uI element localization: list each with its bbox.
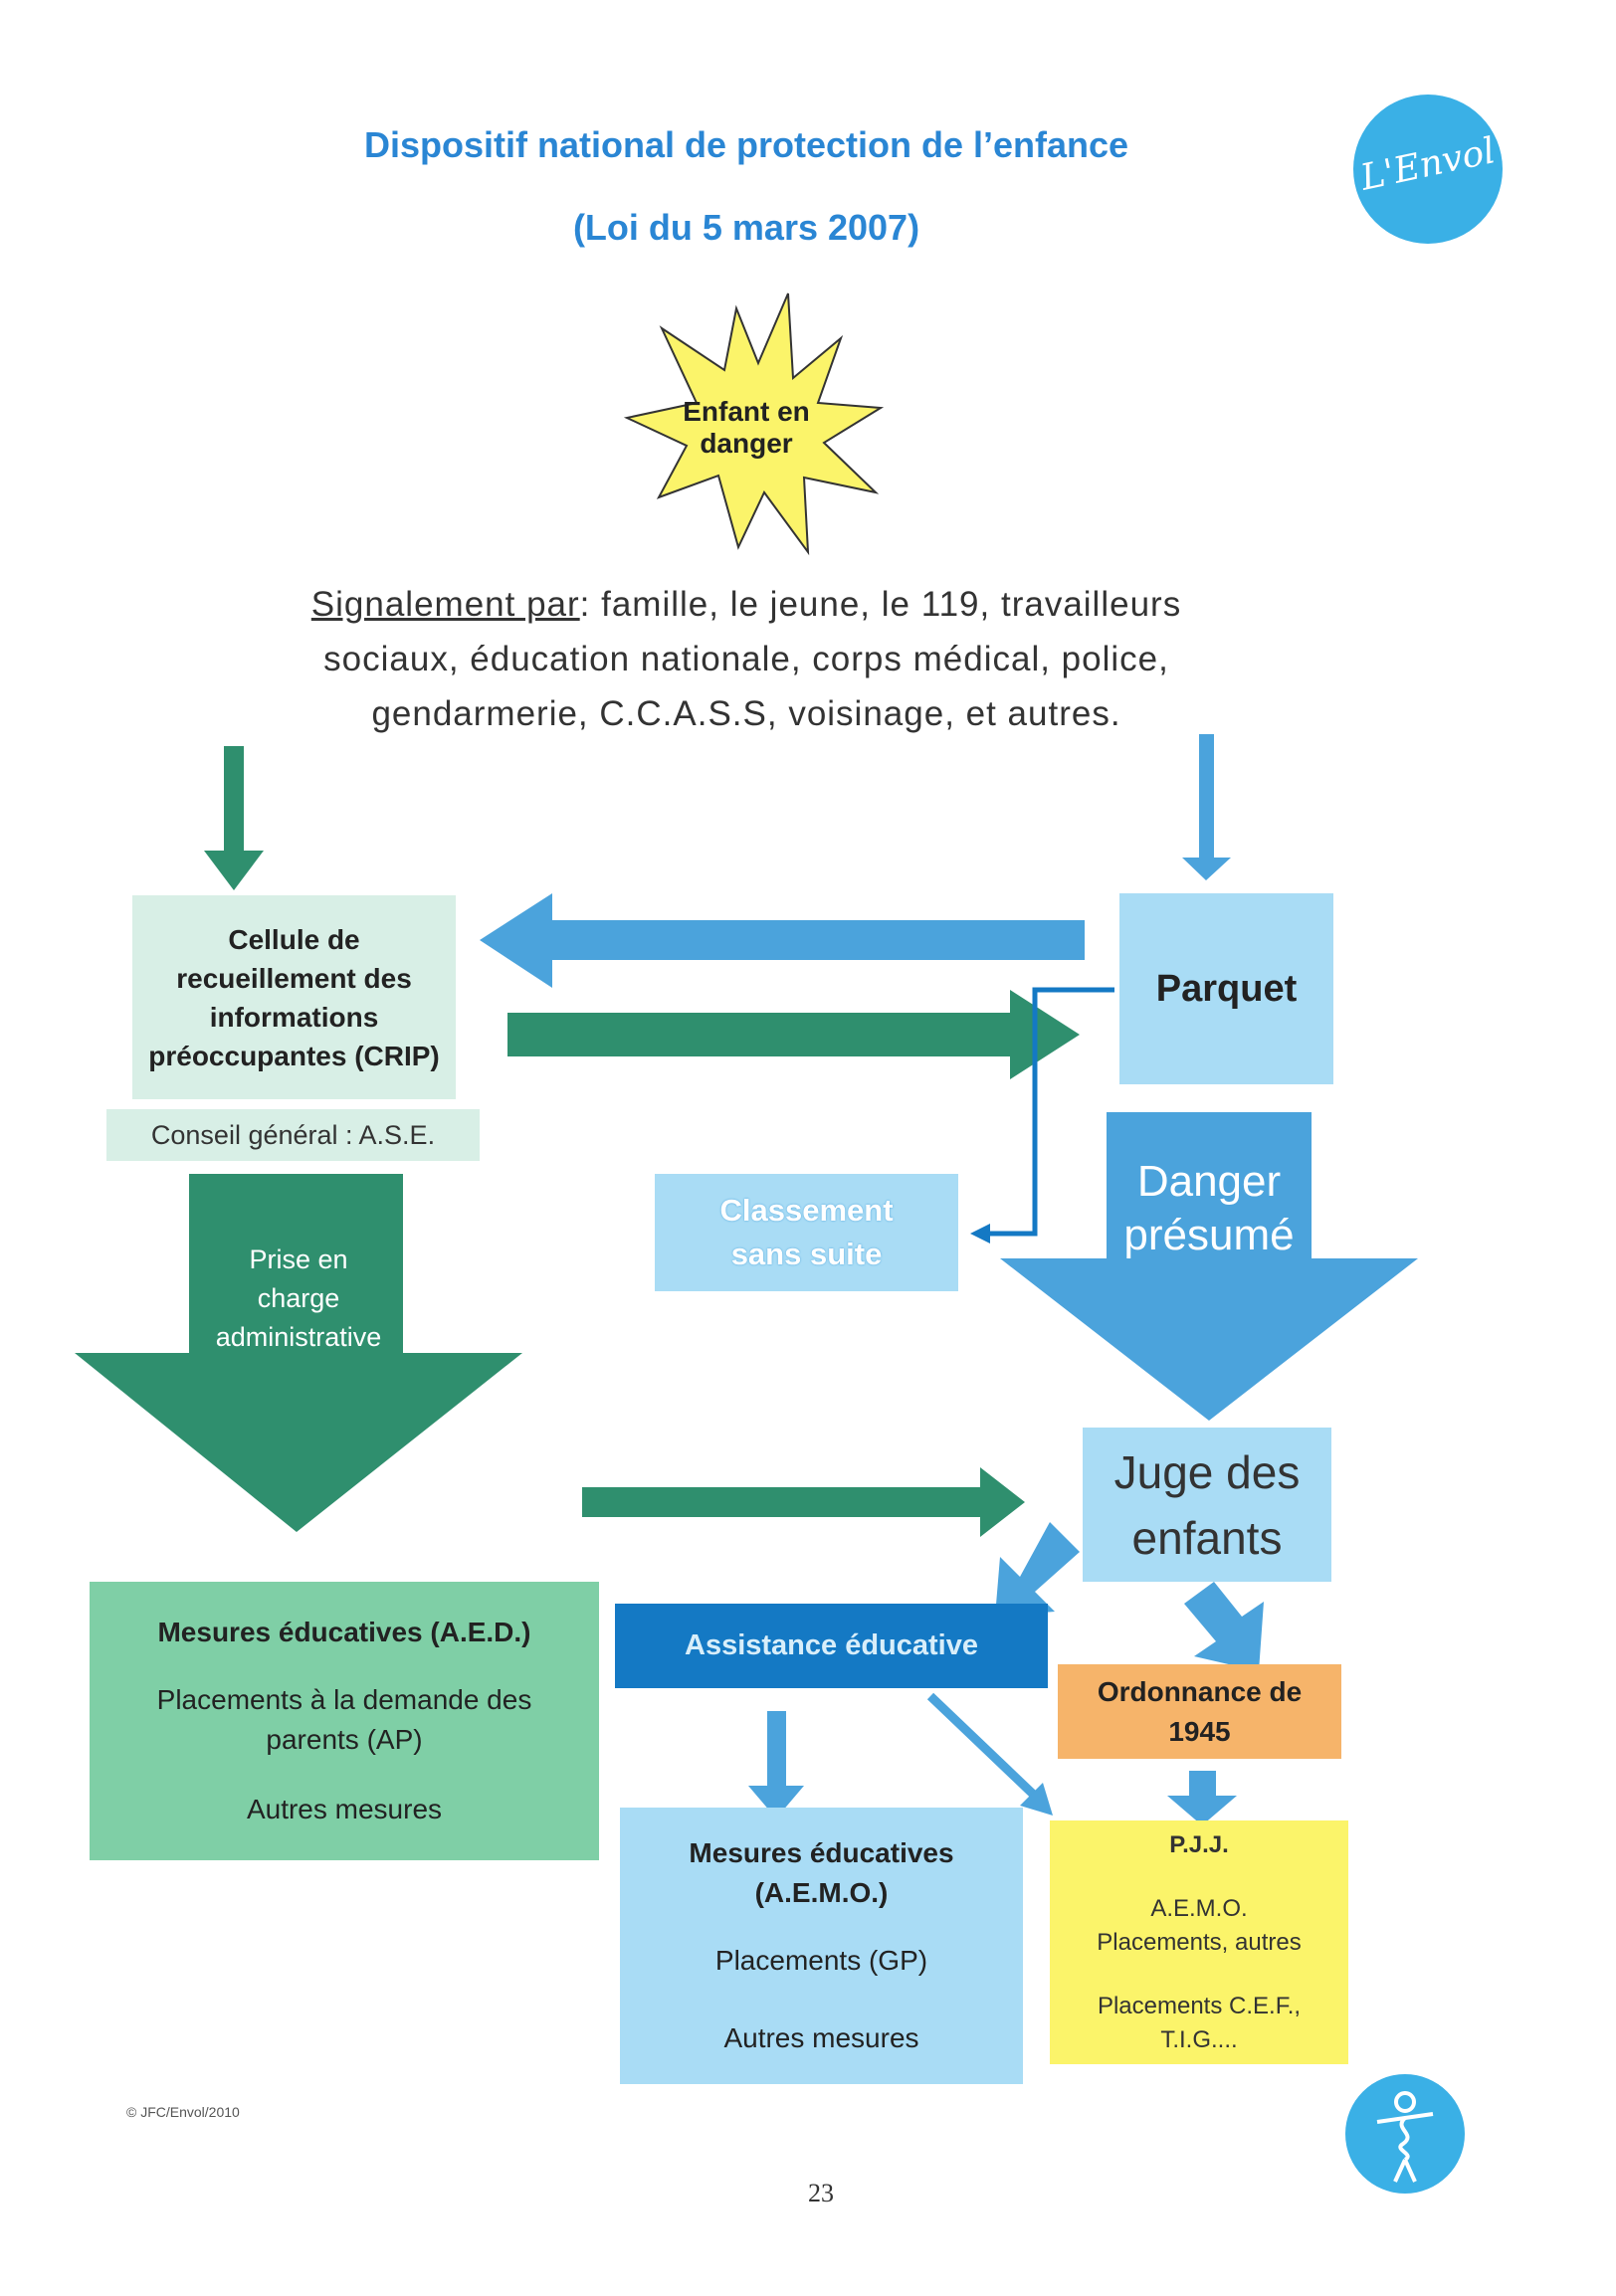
aemo-line1: Placements (GP)	[714, 1945, 928, 1976]
pjj-line2: Placements, autres	[1097, 1928, 1302, 1956]
crip-box: Cellule de recueillement des information…	[132, 895, 456, 1099]
crip-sub-box: Conseil général : A.S.E.	[106, 1109, 480, 1161]
connector-classement	[985, 987, 1114, 1237]
prise-line1: Prise en	[249, 1244, 348, 1274]
crip-line2: recueillement des	[176, 962, 412, 994]
arrow-down-left	[204, 746, 264, 890]
arrow-assistance-to-aemo	[748, 1711, 804, 1818]
danger-line1: Danger	[1136, 1157, 1282, 1206]
parquet-box: Parquet	[1119, 893, 1333, 1084]
danger-presume-label: Danger présumé	[1100, 1154, 1318, 1263]
copyright: © JFC/Envol/2010	[126, 2104, 240, 2120]
envol-logo: L'Envol	[1353, 95, 1503, 244]
crip-line4: préoccupantes (CRIP)	[148, 1040, 440, 1071]
prise-en-charge-label: Prise en charge administrative	[184, 1239, 413, 1358]
juge-line2: enfants	[1131, 1511, 1283, 1564]
arrow-assistance-to-pjj	[926, 1692, 1044, 1805]
prise-line2: charge	[257, 1282, 340, 1313]
aed-line2: parents (AP)	[266, 1724, 423, 1755]
signalement-line2: sociaux, éducation nationale, corps médi…	[323, 640, 1169, 678]
crip-line3: informations	[209, 1001, 379, 1033]
crip-line1: Cellule de	[228, 923, 360, 955]
arrow-danger-presume	[1000, 1112, 1418, 1421]
connector-arrowhead	[970, 1224, 990, 1244]
aemo-title2: (A.E.M.O.)	[754, 1877, 889, 1908]
page-number: 23	[808, 2179, 834, 2207]
arrow-crip-to-parquet	[507, 990, 1080, 1079]
arrow-juge-to-ordonnance	[1184, 1582, 1264, 1671]
burst-line2: danger	[700, 428, 793, 459]
signalement-block: Signalement par: famille, le jeune, le 1…	[199, 577, 1294, 741]
aed-line3: Autres mesures	[246, 1794, 443, 1824]
ordonnance-line1: Ordonnance de	[1097, 1675, 1303, 1707]
classement-box: Classement sans suite	[655, 1174, 958, 1291]
figure-icon	[1376, 2091, 1434, 2183]
arrow-to-juge	[582, 1467, 1025, 1537]
classement-line1: Classement	[719, 1193, 894, 1228]
arrow-juge-to-assistance	[995, 1522, 1080, 1617]
aed-line1: Placements à la demande des	[156, 1684, 532, 1715]
ordonnance-line2: 1945	[1168, 1715, 1231, 1747]
pjj-line3: Placements C.E.F.,	[1097, 1992, 1302, 2019]
danger-burst	[623, 292, 885, 556]
arrow-prise-en-charge	[75, 1174, 522, 1532]
signalement-line3: gendarmerie, C.C.A.S.S, voisinage, et au…	[371, 694, 1121, 733]
assistance-label: Assistance éducative	[685, 1629, 978, 1661]
aemo-line2: Autres mesures	[723, 2022, 919, 2053]
pjj-line1: A.E.M.O.	[1150, 1894, 1248, 1922]
page-subtitle: (Loi du 5 mars 2007)	[572, 207, 920, 248]
aemo-box: Mesures éducatives (A.E.M.O.) Placements…	[620, 1808, 1023, 2084]
juge-box: Juge des enfants	[1083, 1428, 1331, 1582]
signalement-line1: Signalement par: famille, le jeune, le 1…	[199, 577, 1294, 632]
signalement-text1: : famille, le jeune, le 119, travailleur…	[579, 585, 1182, 624]
prise-line3: administrative	[215, 1321, 382, 1352]
assistance-box: Assistance éducative	[615, 1604, 1048, 1688]
aed-box: Mesures éducatives (A.E.D.) Placements à…	[90, 1582, 599, 1860]
crip-sub-label: Conseil général : A.S.E.	[150, 1119, 436, 1150]
danger-line2: présumé	[1123, 1211, 1295, 1259]
aemo-title1: Mesures éducatives	[689, 1837, 954, 1868]
arrow-down-right	[1182, 734, 1231, 880]
ordonnance-box: Ordonnance de 1945	[1058, 1664, 1341, 1759]
arrow-parquet-to-crip	[480, 893, 1085, 988]
arrow-assistance-to-pjj-head	[1020, 1783, 1053, 1816]
arrow-ordonnance-to-pjj	[1167, 1771, 1237, 1825]
pjj-box: P.J.J. A.E.M.O. Placements, autres Place…	[1050, 1820, 1348, 2064]
pjj-line4: T.I.G....	[1160, 2025, 1238, 2053]
parquet-label: Parquet	[1155, 967, 1298, 1010]
signalement-lead: Signalement par	[310, 585, 580, 624]
classement-line2: sans suite	[730, 1237, 883, 1271]
burst-line1: Enfant en	[683, 396, 810, 427]
pjj-title: P.J.J.	[1169, 1830, 1229, 1858]
aed-title: Mesures éducatives (A.E.D.)	[157, 1617, 531, 1647]
juge-line1: Juge des	[1113, 1445, 1301, 1498]
page-title: Dispositif national de protection de l’e…	[363, 124, 1129, 165]
envol-figure-logo	[1345, 2074, 1465, 2194]
burst-label: Enfant en danger	[657, 383, 836, 473]
